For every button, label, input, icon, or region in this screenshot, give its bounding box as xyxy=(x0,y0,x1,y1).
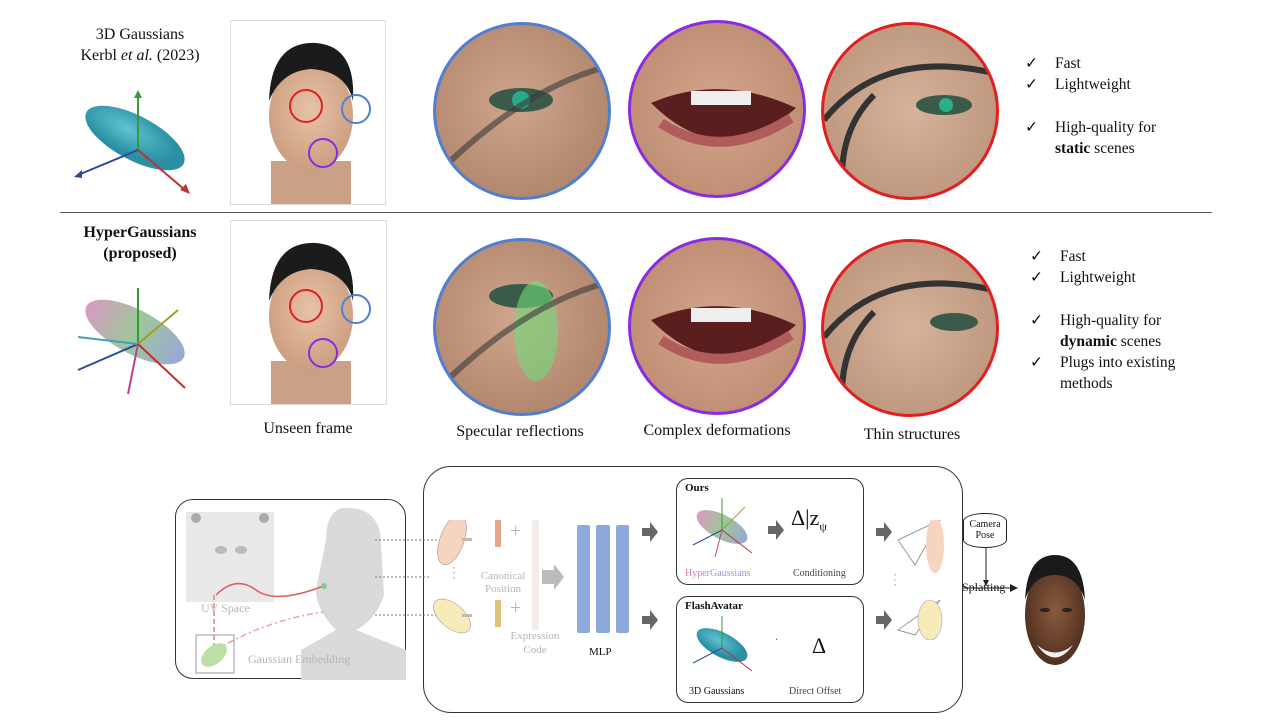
3d-gaussians-label: 3D Gaussians xyxy=(689,686,745,697)
conditioning-formula: Δ|zψ xyxy=(791,505,827,534)
feature-item: ✓ Fast xyxy=(1025,53,1156,74)
feature-item: ✓ High-quality for xyxy=(1025,117,1156,138)
check-icon: ✓ xyxy=(1030,269,1043,286)
check-icon: ✓ xyxy=(1030,312,1043,329)
feature-text: High-quality for xyxy=(1055,119,1157,136)
feature-text: Lightweight xyxy=(1060,269,1136,286)
plus-sign: + xyxy=(510,597,522,619)
feature-text: scenes xyxy=(1116,333,1162,350)
feature-item: ✓ Lightweight xyxy=(1025,74,1156,95)
caption-unseen-frame: Unseen frame xyxy=(263,420,353,437)
offset-formula: Δ xyxy=(812,633,827,658)
feature-item-cont: dynamic scenes xyxy=(1030,331,1175,352)
zoom-deformation-3dgs xyxy=(628,20,806,198)
uv-space-label: UV Space xyxy=(201,601,250,615)
feature-item: ✓ Plugs into existing xyxy=(1030,352,1175,373)
direct-offset-label: Direct Offset xyxy=(789,686,842,697)
method-name: 3D Gaussians xyxy=(95,26,185,43)
feature-text: Fast xyxy=(1060,248,1086,265)
ours-panel: Ours HyperGaussians Δ|zψ Conditioning xyxy=(676,478,864,585)
canonical-gaussians-illustration xyxy=(375,520,564,634)
flashavatar-title: FlashAvatar xyxy=(685,600,743,612)
formula-main: Δ|z xyxy=(791,505,820,530)
method-name: HyperGaussians xyxy=(83,224,197,241)
caption-thin: Thin structures xyxy=(863,426,961,443)
ours-title: Ours xyxy=(685,482,709,494)
feature-text: High-quality for xyxy=(1060,312,1162,329)
vdots: ⋮ xyxy=(888,573,902,588)
zoom-specular-3dgs xyxy=(433,22,611,200)
rendered-avatar-face xyxy=(1025,555,1085,665)
mlp-label: MLP xyxy=(589,646,612,658)
citation: Kerbl et al. (2023) xyxy=(60,45,220,66)
caption-deformations: Complex deformations xyxy=(643,422,791,439)
row-divider xyxy=(60,212,1212,213)
mlp-block xyxy=(577,525,629,633)
feature-item: ✓ Lightweight xyxy=(1030,267,1175,288)
feature-item: ✓ High-quality for xyxy=(1030,310,1175,331)
hypergaussian-icon xyxy=(692,498,753,558)
feature-bold: static xyxy=(1055,140,1091,157)
formula-sub: ψ xyxy=(819,519,827,534)
embedding-panel: UV Space Gaussian Embedding xyxy=(175,499,406,680)
vdots: ⋮ xyxy=(447,566,461,581)
label-line: Code xyxy=(523,644,547,656)
hypergaussian-icon xyxy=(77,288,186,395)
citation-etal: et al. xyxy=(120,47,153,64)
gaussian-3d-icon xyxy=(692,616,753,672)
hypergaussians-label: HyperGaussians xyxy=(685,568,751,579)
method-label-hypergaussians: HyperGaussians (proposed) xyxy=(55,222,225,264)
feature-text: Plugs into existing xyxy=(1060,354,1176,371)
zoom-thin-3dgs xyxy=(821,22,999,200)
feature-text: scenes xyxy=(1090,140,1135,157)
feature-item-cont: methods xyxy=(1060,375,1113,392)
feature-list-hypergaussians: ✓ Fast ✓ Lightweight ✓ High-quality for dyn… xyxy=(1030,246,1175,394)
method-label-3dgs: 3D Gaussians Kerbl et al. (2023) xyxy=(60,24,220,66)
label-line: Camera xyxy=(969,519,1001,530)
conditioning-label: Conditioning xyxy=(793,568,846,579)
uv-head-illustration xyxy=(186,507,406,680)
feature-bold: dynamic xyxy=(1060,333,1117,350)
label-line: Canonical xyxy=(480,570,526,582)
mlp-layer xyxy=(615,525,629,633)
check-icon: ✓ xyxy=(1025,76,1038,93)
check-icon: ✓ xyxy=(1030,354,1043,371)
face-image-hypergaussians xyxy=(230,220,387,405)
mlp-layer xyxy=(577,525,591,633)
zoom-specular-hypergaussians xyxy=(433,238,611,416)
zoom-deformation-hypergaussians xyxy=(628,237,806,415)
feature-list-3dgs: ✓ Fast ✓ Lightweight ✓ High-quality for sta… xyxy=(1025,53,1156,159)
feature-item: ✓ Fast xyxy=(1030,246,1175,267)
feature-text: Lightweight xyxy=(1055,76,1131,93)
zoom-thin-hypergaussians xyxy=(821,239,999,417)
pipeline-panel xyxy=(423,466,963,713)
caption-specular: Specular reflections xyxy=(456,423,584,440)
check-icon: ✓ xyxy=(1025,119,1038,136)
gaussian-3d-icon xyxy=(74,90,190,194)
plus-sign: + xyxy=(510,520,522,542)
check-icon: ✓ xyxy=(1025,55,1038,72)
check-icon: ✓ xyxy=(1030,248,1043,265)
mlp-layer xyxy=(596,525,610,633)
feature-text: Fast xyxy=(1055,55,1081,72)
method-subtitle: (proposed) xyxy=(103,245,177,262)
flashavatar-panel: FlashAvatar 3D Gaussians Δ Direct Offset xyxy=(676,596,864,703)
citation-author: Kerbl xyxy=(80,47,121,64)
label-line: Expression xyxy=(510,630,560,642)
face-image-3dgs xyxy=(230,20,386,205)
gaussian-embedding-label: Gaussian Embedding xyxy=(248,652,351,666)
flow-arrows xyxy=(642,520,1018,640)
label-line: Pose xyxy=(975,530,995,541)
feature-item-cont: static scenes xyxy=(1025,138,1156,159)
citation-year: (2023) xyxy=(152,47,200,64)
splatting-label: Splatting xyxy=(962,580,1006,594)
label-line: Position xyxy=(484,583,522,595)
